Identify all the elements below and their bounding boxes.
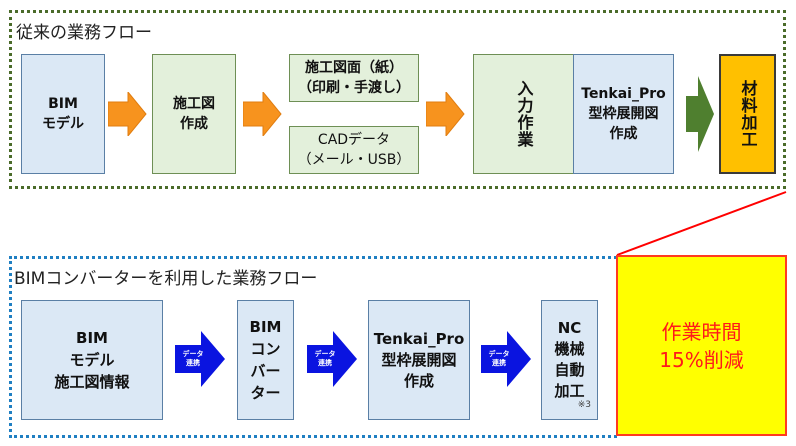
cad-data-box: CADデータ （メール・USB） <box>289 126 419 174</box>
nc-machine-box: NC 機械 自動 加工 ※3 <box>541 300 598 420</box>
input-work-label: 入力作業 <box>514 80 534 148</box>
data-link-arrow: データ 連携 <box>481 331 531 387</box>
traditional-flow-title: 従来の業務フロー <box>16 23 152 43</box>
data-link-arrow: データ 連携 <box>175 331 225 387</box>
bim-model-info-box: BIM モデル 施工図情報 <box>21 300 163 420</box>
tenkai-pro-box-top: Tenkai_Pro 型枠展開図 作成 <box>573 54 674 174</box>
traditional-flow-frame <box>9 10 786 189</box>
blue-arrow-icon <box>481 331 531 387</box>
material-processing-box: 材料加工 <box>719 54 776 174</box>
blue-arrow-icon <box>307 331 357 387</box>
paper-drawing-box: 施工図面（紙） （印刷・手渡し） <box>289 54 419 102</box>
data-link-arrow: データ 連携 <box>307 331 357 387</box>
green-arrow-icon <box>686 76 714 152</box>
nc-machine-label: NC 機械 自動 加工 <box>554 319 585 400</box>
orange-arrow-icon <box>243 92 282 136</box>
construction-drawing-box: 施工図 作成 <box>152 54 236 174</box>
converter-flow-frame <box>9 256 617 438</box>
material-processing-label: 材料加工 <box>738 80 758 148</box>
tenkai-pro-box-bottom: Tenkai_Pro 型枠展開図 作成 <box>368 300 470 420</box>
data-link-label: データ 連携 <box>182 350 204 367</box>
bim-model-box: BIM モデル <box>21 54 105 174</box>
converter-flow-title: BIMコンバーターを利用した業務フロー <box>14 269 318 289</box>
orange-arrow-icon <box>108 92 147 136</box>
time-reduction-highlight: 作業時間 15%削減 <box>616 255 787 436</box>
blue-arrow-icon <box>175 331 225 387</box>
input-work-box: 入力作業 <box>473 54 574 174</box>
data-link-label: データ 連携 <box>314 350 336 367</box>
data-link-label: データ 連携 <box>488 350 510 367</box>
orange-arrow-icon <box>426 92 465 136</box>
footnote-marker: ※3 <box>577 400 591 410</box>
bim-converter-box: BIM コン バー ター <box>237 300 294 420</box>
